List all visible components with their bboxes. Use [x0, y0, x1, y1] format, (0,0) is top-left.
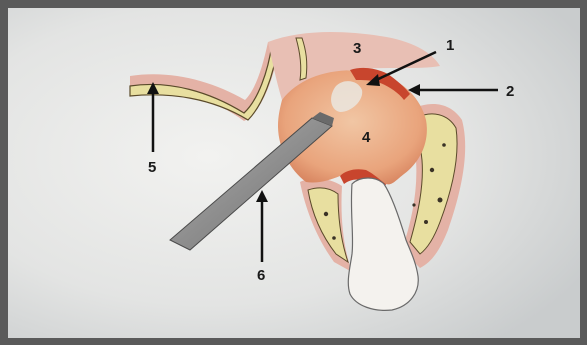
label-1: 1 — [446, 37, 454, 54]
label-4: 4 — [362, 129, 371, 146]
label-2: 2 — [506, 83, 514, 100]
label-3: 3 — [353, 40, 361, 57]
label-5: 5 — [148, 159, 156, 176]
label-6: 6 — [257, 267, 265, 284]
